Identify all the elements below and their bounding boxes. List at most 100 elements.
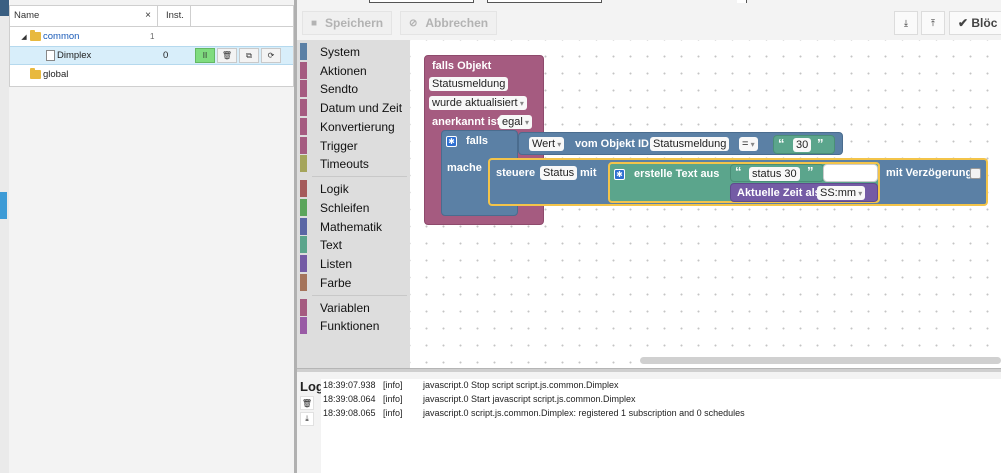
restart-button[interactable]: ⟳ — [261, 48, 281, 63]
clear-filter-icon[interactable]: × — [145, 10, 151, 21]
category-swatch — [300, 299, 307, 316]
workspace-horizontal-scrollbar[interactable] — [640, 357, 1001, 364]
tree-column-instances[interactable]: Inst. — [158, 6, 191, 26]
log-title: Log — [300, 379, 324, 394]
gear-icon[interactable]: ✱ — [614, 169, 625, 180]
category-swatch — [300, 236, 307, 253]
category-swatch — [300, 317, 307, 334]
pause-button[interactable]: II — [195, 48, 215, 63]
compare-value-field[interactable]: 30 — [793, 138, 812, 152]
toolbar-field-edge — [737, 0, 747, 3]
toolbox-category-konvertierung[interactable]: Konvertierung — [300, 118, 395, 135]
gear-icon[interactable]: ✱ — [446, 136, 457, 147]
tree-row-instances: 0 — [163, 50, 169, 61]
script-row-actions: II 🗑 ⧉ ⟳ — [195, 48, 281, 63]
tree-row-dimplex[interactable]: Dimplex 0 II 🗑 ⧉ ⟳ — [10, 46, 293, 65]
toolbox-category-variablen[interactable]: Variablen — [300, 299, 370, 316]
name-field[interactable] — [369, 0, 474, 3]
category-swatch — [300, 255, 307, 272]
script-tree-panel: Name × Inst. ◢ common 1 Dimplex 0 II 🗑 ⧉… — [0, 0, 294, 473]
cancel-button[interactable]: ⊘ Abbrechen — [400, 11, 498, 35]
category-swatch — [300, 99, 307, 116]
if-label: falls — [466, 135, 489, 147]
event-object-field[interactable]: Statusmeldung — [429, 77, 509, 91]
file-icon — [46, 50, 55, 61]
save-button[interactable]: ■ Speichern — [302, 11, 393, 35]
close-quote-icon: ” — [807, 164, 814, 179]
time-label: Aktuelle Zeit als — [737, 187, 821, 199]
tree-header: Name × Inst. — [10, 6, 293, 27]
tree-row-count: 1 — [150, 32, 155, 41]
do-label: mache — [447, 162, 482, 174]
save-icon: ■ — [311, 17, 318, 29]
toolbox-category-system[interactable]: System — [300, 43, 360, 60]
tree-column-name[interactable]: Name × — [10, 6, 158, 26]
clear-log-icon[interactable]: 🗑 — [300, 396, 314, 410]
toolbox-category-listen[interactable]: Listen — [300, 255, 352, 272]
toolbox-category-funktionen[interactable]: Funktionen — [300, 317, 379, 334]
delay-checkbox[interactable] — [970, 168, 981, 179]
horizontal-splitter[interactable] — [297, 368, 1001, 372]
control-target-field[interactable]: Status — [540, 166, 578, 180]
log-line: 18:39:08.064 [info] javascript.0 Start j… — [323, 394, 636, 404]
toolbox-category-mathematik[interactable]: Mathematik — [300, 218, 382, 235]
empty-text-slot[interactable] — [823, 164, 878, 182]
toolbox-category-aktionen[interactable]: Aktionen — [300, 62, 367, 79]
ack-label: anerkannt ist — [432, 116, 501, 128]
time-format-dropdown[interactable]: SS:mm — [817, 186, 866, 200]
editor-toolbar: ■ Speichern ⊘ Abbrechen ⤓ ⤒ ✔ Blöc — [297, 0, 1001, 40]
delete-button[interactable]: 🗑 — [217, 48, 237, 63]
value-dropdown[interactable]: Wert — [529, 137, 565, 151]
with-label: mit — [580, 167, 597, 179]
ack-dropdown[interactable]: egal — [499, 115, 533, 129]
blockly-toggle-button[interactable]: ✔ Blöc — [949, 11, 1001, 35]
category-swatch — [300, 118, 307, 135]
engine-select[interactable] — [487, 0, 602, 3]
toolbox-category-trigger[interactable]: Trigger — [300, 137, 358, 154]
category-swatch — [300, 218, 307, 235]
text-item-block[interactable]: “ status 30 ” — [730, 164, 824, 182]
toolbox-category-farbe[interactable]: Farbe — [300, 274, 351, 291]
from-object-label: vom Objekt ID — [575, 138, 649, 150]
collapse-arrow-icon[interactable]: ◢ — [21, 33, 27, 41]
category-swatch — [300, 80, 307, 97]
toolbox-category-schleifen[interactable]: Schleifen — [300, 199, 369, 216]
category-swatch — [300, 274, 307, 291]
object-id-field[interactable]: Statusmeldung — [650, 137, 730, 151]
compare-text-block[interactable]: “ 30 ” — [773, 135, 835, 154]
delay-label: mit Verzögerung — [886, 167, 973, 179]
tree-row-label: common — [43, 31, 80, 42]
script-tree: Name × Inst. ◢ common 1 Dimplex 0 II 🗑 ⧉… — [9, 5, 294, 87]
left-edge-accent — [0, 192, 7, 219]
log-panel: Log 🗑 ⤓ 18:39:07.938 [info] javascript.0… — [297, 372, 1001, 473]
tree-row-common[interactable]: ◢ common 1 — [10, 27, 293, 46]
toolbox-category-text[interactable]: Text — [300, 236, 342, 253]
import-blocks-icon[interactable]: ⤒ — [921, 11, 945, 35]
control-label: steuere — [496, 167, 536, 179]
copy-button[interactable]: ⧉ — [239, 48, 259, 63]
export-blocks-icon[interactable]: ⤓ — [894, 11, 918, 35]
left-edge-header — [0, 0, 9, 16]
event-title: falls Objekt — [432, 60, 492, 72]
toolbox-category-logik[interactable]: Logik — [300, 180, 349, 197]
time-block[interactable]: Aktuelle Zeit als SS:mm — [730, 183, 878, 202]
text-value-field[interactable]: status 30 — [749, 167, 800, 181]
event-trigger-dropdown[interactable]: wurde aktualisiert — [429, 96, 527, 110]
blockly-toolbox: System Aktionen Sendto Datum und Zeit Ko… — [297, 40, 410, 368]
open-quote-icon: “ — [778, 136, 785, 151]
tree-row-label: global — [43, 69, 69, 80]
toolbox-category-datum-und-zeit[interactable]: Datum und Zeit — [300, 99, 402, 116]
download-log-icon[interactable]: ⤓ — [300, 412, 314, 426]
tree-row-global[interactable]: global — [10, 65, 293, 84]
vertical-splitter[interactable] — [294, 0, 297, 473]
operator-dropdown[interactable]: = — [739, 137, 758, 151]
log-line: 18:39:07.938 [info] javascript.0 Stop sc… — [323, 380, 619, 390]
folder-icon — [30, 68, 41, 79]
category-swatch — [300, 43, 307, 60]
toolbox-category-sendto[interactable]: Sendto — [300, 80, 358, 97]
compare-block[interactable]: Wert vom Objekt ID Statusmeldung = — [518, 132, 843, 155]
toolbox-category-timeouts[interactable]: Timeouts — [300, 155, 369, 172]
blockly-workspace[interactable]: falls Objekt Statusmeldung wurde aktuali… — [410, 40, 1001, 368]
category-swatch — [300, 137, 307, 154]
close-quote-icon: ” — [817, 136, 824, 151]
